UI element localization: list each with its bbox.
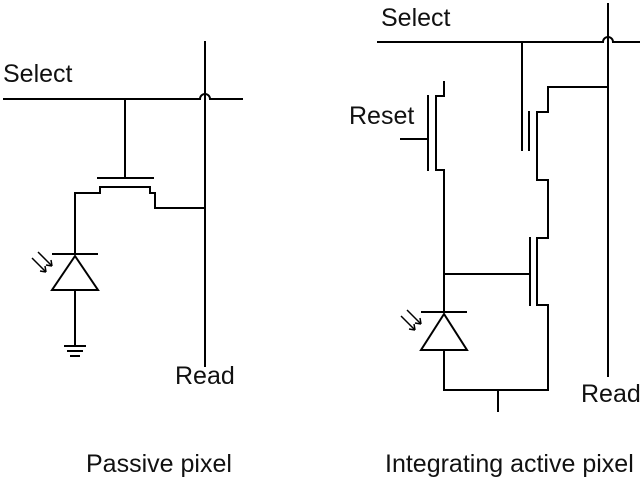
- passive-select-line: [3, 93, 243, 100]
- active-caption: Integrating active pixel: [385, 450, 634, 478]
- active-select-label: Select: [381, 4, 451, 32]
- passive-light-arrows-icon: [31, 251, 53, 273]
- passive-read-label: Read: [175, 362, 235, 390]
- passive-transistor-channel: [74, 186, 206, 209]
- active-reset-gate: [400, 95, 429, 171]
- active-reset-label: Reset: [349, 102, 414, 130]
- passive-photodiode: [50, 206, 100, 347]
- active-select-transistor: [536, 86, 609, 219]
- active-light-arrows-icon: [400, 309, 422, 331]
- active-read-label: Read: [581, 380, 640, 408]
- active-photodiode: [419, 311, 549, 412]
- passive-select-label: Select: [3, 60, 73, 88]
- active-follower-transistor: [536, 217, 549, 321]
- ground-icon: [64, 345, 86, 357]
- active-reset-transistor: [435, 81, 445, 311]
- active-select-line: [377, 36, 640, 43]
- passive-pixel-circuit: [3, 41, 243, 367]
- passive-caption: Passive pixel: [86, 450, 232, 478]
- active-pixel-circuit: [377, 3, 640, 412]
